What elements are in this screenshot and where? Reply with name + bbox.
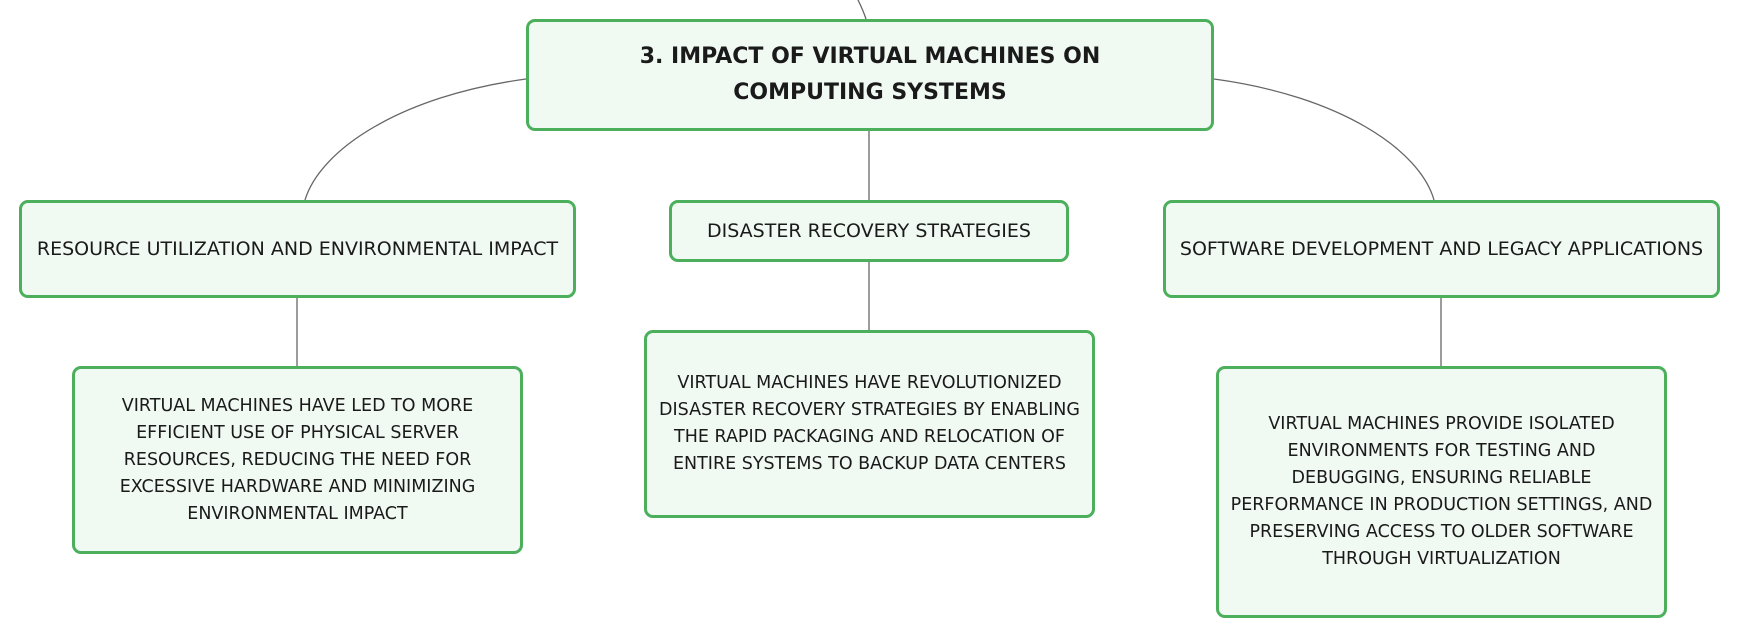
- root-node[interactable]: 3. IMPACT OF VIRTUAL MACHINES ON COMPUTI…: [526, 19, 1214, 131]
- root-node-title: 3. IMPACT OF VIRTUAL MACHINES ON COMPUTI…: [639, 44, 1101, 105]
- branch-node-label: DISASTER RECOVERY STRATEGIES: [707, 220, 1031, 242]
- branch-node-disaster-recovery[interactable]: DISASTER RECOVERY STRATEGIES: [669, 200, 1069, 262]
- detail-node-disaster-recovery[interactable]: VIRTUAL MACHINES HAVE REVOLUTIONIZED DIS…: [644, 330, 1095, 518]
- detail-node-text: VIRTUAL MACHINES HAVE LED TO MORE EFFICI…: [119, 395, 476, 524]
- connector-incoming-root: [857, 0, 867, 20]
- detail-node-text: VIRTUAL MACHINES PROVIDE ISOLATED ENVIRO…: [1230, 414, 1653, 569]
- detail-node-resource-utilization[interactable]: VIRTUAL MACHINES HAVE LED TO MORE EFFICI…: [72, 366, 523, 554]
- branch-node-resource-utilization[interactable]: RESOURCE UTILIZATION AND ENVIRONMENTAL I…: [19, 200, 576, 298]
- detail-node-software-development[interactable]: VIRTUAL MACHINES PROVIDE ISOLATED ENVIRO…: [1216, 366, 1667, 618]
- branch-node-label: SOFTWARE DEVELOPMENT AND LEGACY APPLICAT…: [1179, 238, 1704, 260]
- detail-node-text: VIRTUAL MACHINES HAVE REVOLUTIONIZED DIS…: [659, 373, 1080, 474]
- connector-root-branch-1: [304, 78, 527, 201]
- branch-node-label: RESOURCE UTILIZATION AND ENVIRONMENTAL I…: [36, 238, 559, 260]
- branch-node-software-development[interactable]: SOFTWARE DEVELOPMENT AND LEGACY APPLICAT…: [1163, 200, 1720, 298]
- connector-root-branch-3: [1213, 78, 1435, 201]
